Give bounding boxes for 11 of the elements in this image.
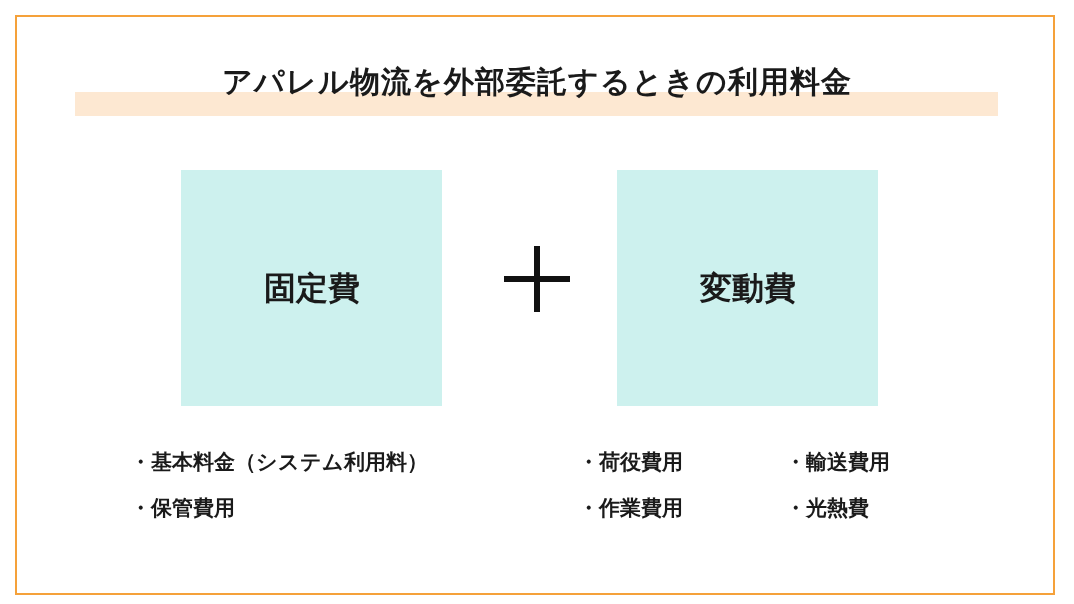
cost-item: ・輸送費用 [785, 449, 890, 476]
cost-item: ・荷役費用 [578, 449, 683, 476]
cost-box [617, 170, 878, 406]
cost-item: ・基本料金（システム利用料） [130, 449, 428, 476]
cost-item: ・作業費用 [578, 495, 683, 522]
cost-item: ・保管費用 [130, 495, 235, 522]
box-label: 固定費 [263, 268, 360, 308]
cost-item: ・光熱費 [785, 495, 869, 522]
title: アパレル物流を外部委託するときの利用料金 [221, 63, 853, 101]
box-label: 変動費 [699, 268, 796, 308]
cost-box [181, 170, 442, 406]
